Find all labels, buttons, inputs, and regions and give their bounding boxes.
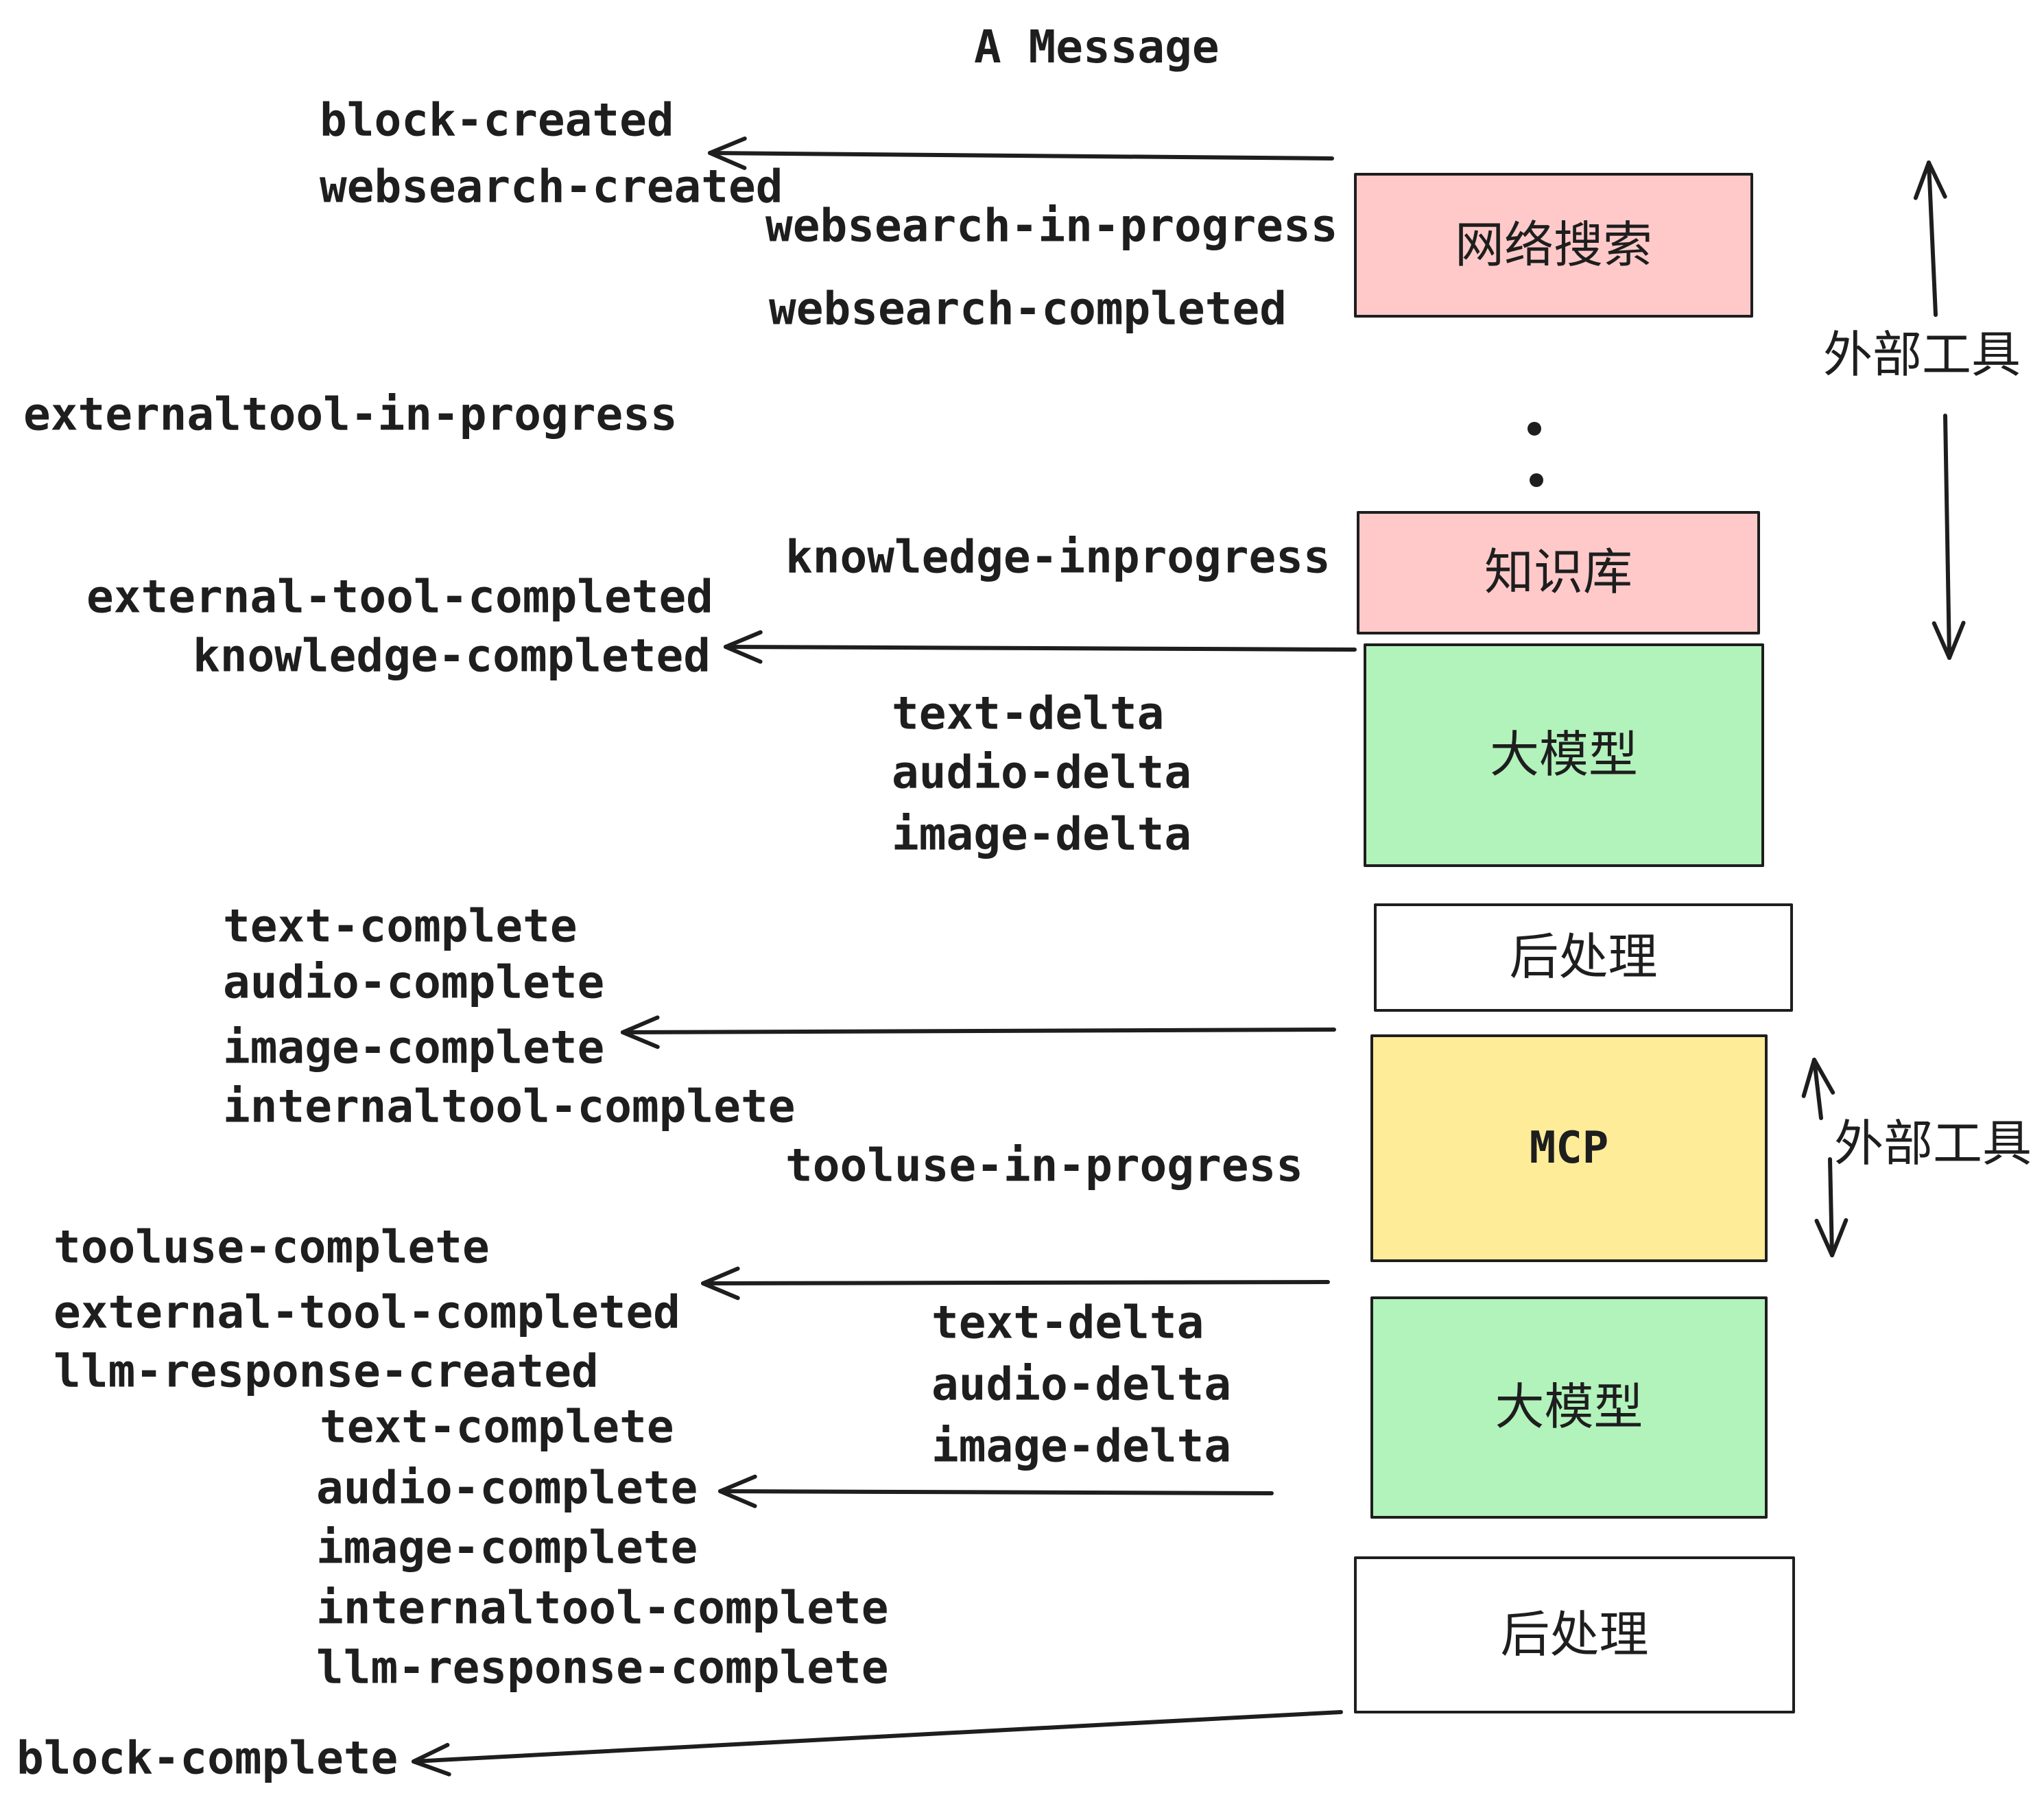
box-mcp-label: MCP: [1529, 1122, 1609, 1174]
event-label-block-created: block-created: [320, 93, 674, 147]
arrow-external-tools-down-1: [1932, 414, 1966, 660]
box-llm-1-label: 大模型: [1489, 726, 1638, 784]
event-label-tooluse-complete: tooluse-complete: [54, 1220, 490, 1274]
event-label-audio-complete: audio-complete: [223, 956, 605, 1009]
event-label-websearch-in-progress: websearch-in-progress: [765, 199, 1338, 252]
box-knowledge-base-label: 知识库: [1484, 543, 1632, 602]
box-knowledge-base: 知识库: [1357, 511, 1760, 634]
arrow-to-audio-complete: [718, 1474, 1274, 1508]
event-label-knowledge-inprogress: knowledge-inprogress: [785, 530, 1331, 584]
flow-arrows: [412, 137, 1966, 1777]
arrow-external-tools-down-2: [1814, 1157, 1849, 1257]
event-label-text-complete: text-complete: [223, 899, 578, 953]
ellipsis-dot: [1530, 473, 1543, 487]
box-postprocess-1: 后处理: [1374, 903, 1793, 1012]
event-label-text-delta-2: text-delta: [931, 1296, 1204, 1349]
arrow-to-knowledge-completed: [724, 630, 1357, 664]
event-label-image-delta-2: image-delta: [931, 1419, 1232, 1473]
event-label-audio-delta: audio-delta: [892, 746, 1192, 799]
event-label-block-complete: block-complete: [16, 1731, 399, 1785]
box-postprocess-2-label: 后处理: [1500, 1605, 1649, 1663]
event-label-external-tool-completed-2: external-tool-completed: [54, 1285, 680, 1339]
event-label-audio-delta-2: audio-delta: [931, 1357, 1232, 1411]
box-websearch: 网络搜索: [1354, 173, 1753, 318]
page-title: A Message: [974, 21, 1220, 73]
box-postprocess-2: 后处理: [1354, 1556, 1795, 1713]
event-label-internaltool-complete-2: internaltool-complete: [316, 1581, 889, 1635]
arrow-external-tools-up-2: [1801, 1058, 1835, 1120]
event-label-text-delta: text-delta: [892, 687, 1165, 740]
arrow-external-tools-up-1: [1913, 161, 1947, 317]
box-llm-2-label: 大模型: [1495, 1378, 1643, 1436]
event-label-knowledge-completed: knowledge-completed: [193, 629, 711, 683]
event-label-websearch-completed: websearch-completed: [769, 282, 1287, 335]
event-label-image-complete: image-complete: [223, 1021, 605, 1074]
event-label-llm-response-created: llm-response-created: [54, 1344, 599, 1398]
ellipsis-dot: [1528, 422, 1541, 436]
event-label-tooluse-in-progress: tooluse-in-progress: [785, 1139, 1303, 1192]
box-mcp: MCP: [1370, 1034, 1768, 1262]
arrow-to-block-created: [708, 137, 1334, 170]
event-label-audio-complete-2: audio-complete: [316, 1461, 698, 1515]
event-label-text-complete-2: text-complete: [320, 1400, 674, 1453]
arrow-to-image-complete: [621, 1015, 1336, 1049]
box-llm-2: 大模型: [1370, 1296, 1768, 1519]
box-websearch-label: 网络搜索: [1454, 215, 1652, 274]
event-label-image-complete-2: image-complete: [316, 1521, 698, 1574]
event-label-websearch-created: websearch-created: [320, 160, 783, 213]
side-label-external-tools-2: 外部工具: [1834, 1115, 2032, 1172]
event-label-internaltool-complete: internaltool-complete: [223, 1080, 796, 1133]
event-label-external-tool-completed: external-tool-completed: [86, 570, 713, 624]
arrow-to-block-complete: [412, 1710, 1343, 1777]
side-label-external-tools-1: 外部工具: [1823, 326, 2021, 383]
box-llm-1: 大模型: [1364, 643, 1764, 867]
box-postprocess-1-label: 后处理: [1509, 928, 1658, 986]
arrow-to-tooluse-complete: [701, 1266, 1330, 1301]
event-label-image-delta: image-delta: [892, 807, 1192, 861]
event-label-externaltool-in-progress: externaltool-in-progress: [23, 388, 678, 441]
event-label-llm-response-complete: llm-response-complete: [316, 1641, 889, 1694]
